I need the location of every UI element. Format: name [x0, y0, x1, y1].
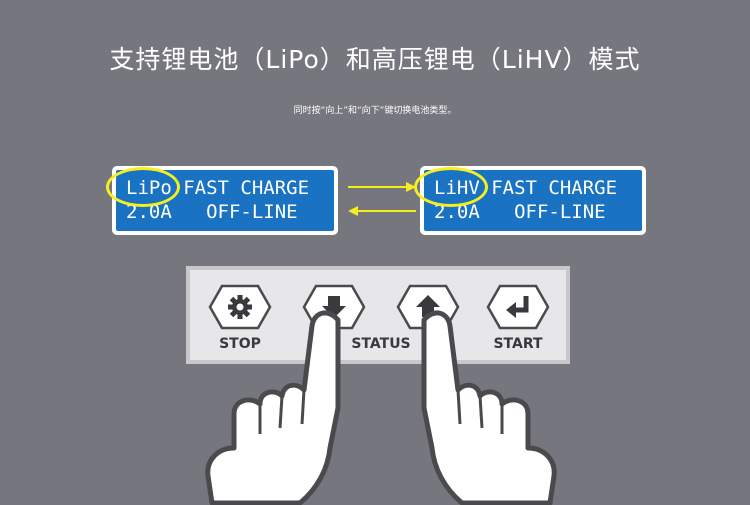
enter-icon [506, 296, 529, 318]
start-button[interactable] [486, 284, 550, 330]
lcd-line-2: 2.0A OFF-LINE [126, 201, 298, 223]
hand-pointer-icon [421, 310, 557, 505]
arrow-down-icon [322, 296, 346, 318]
stop-label: STOP [219, 336, 261, 352]
stop-button[interactable] [208, 284, 272, 330]
arrow-up-icon [416, 295, 440, 317]
highlight-ring-lipo [106, 167, 180, 207]
gear-icon [228, 295, 252, 319]
control-panel: STOP STATUS START [186, 266, 570, 364]
lcd-line-2: 2.0A OFF-LINE [434, 201, 606, 223]
switch-arrows-icon [348, 182, 416, 216]
highlight-ring-lihv [414, 167, 488, 207]
page-title: 支持锂电池（LiPo）和高压锂电（LiHV）模式 [109, 45, 641, 74]
page-subtitle: 同时按“向上”和“向下”键切换电池类型。 [293, 106, 457, 116]
lcd-screen-lipo: LiPo FAST CHARGE 2.0A OFF-LINE [112, 166, 338, 235]
start-label: START [493, 336, 543, 352]
status-label: STATUS [351, 336, 411, 352]
hand-pointer-icon [205, 310, 341, 505]
